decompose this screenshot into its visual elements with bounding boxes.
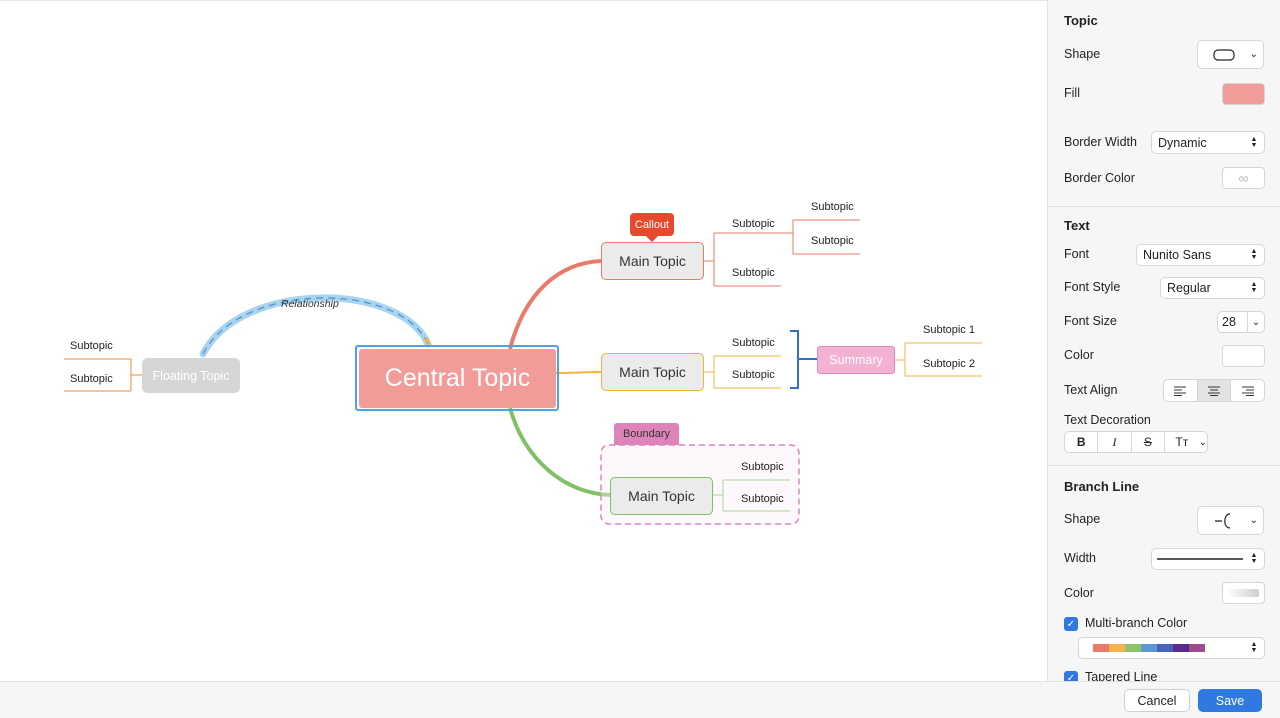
font-size-combo[interactable]: 28 ⌄ (1217, 311, 1265, 333)
border-color-auto-icon[interactable]: ∞ (1222, 167, 1265, 189)
cancel-button[interactable]: Cancel (1124, 689, 1190, 712)
divider (1048, 206, 1280, 207)
branch-color-label: Color (1064, 586, 1094, 600)
floating-topic[interactable]: Floating Topic (142, 358, 240, 393)
align-left-icon[interactable] (1164, 380, 1198, 401)
font-size-label: Font Size (1064, 314, 1117, 328)
branch-line-section-title: Branch Line (1064, 479, 1140, 494)
line-width-preview (1152, 557, 1247, 561)
chevron-down-icon[interactable]: ⌄ (1247, 312, 1264, 332)
branch-shape-dropdown[interactable]: ⌄ (1197, 506, 1264, 535)
font-style-label: Font Style (1064, 280, 1121, 294)
font-style-value: Regular (1167, 281, 1211, 295)
text-case-icon[interactable]: Tт ⌄ (1165, 432, 1207, 452)
font-value: Nunito Sans (1143, 248, 1212, 262)
chevron-down-icon: ⌄ (1249, 515, 1258, 526)
subtopic[interactable]: Subtopic (70, 373, 113, 385)
subtopic-2[interactable]: Subtopic 2 (923, 358, 975, 370)
subtopic[interactable]: Subtopic (732, 369, 775, 381)
callout-topic[interactable]: Callout (630, 213, 674, 236)
font-select[interactable]: Nunito Sans ▲▼ (1136, 244, 1265, 266)
fill-color-swatch[interactable] (1222, 83, 1265, 105)
italic-icon[interactable]: I (1098, 432, 1132, 452)
updown-icon: ▲▼ (1250, 641, 1258, 654)
palette-color-chip (1141, 644, 1157, 652)
summary-topic[interactable]: Summary (817, 346, 895, 374)
tapered-line-label: Tapered Line (1085, 670, 1158, 681)
border-width-label: Border Width (1064, 135, 1137, 149)
align-right-icon[interactable] (1231, 380, 1264, 401)
multi-branch-color-checkbox[interactable]: ✓ (1064, 617, 1078, 631)
relationship-label[interactable]: Relationship (281, 298, 339, 310)
border-width-select[interactable]: Dynamic ▲▼ (1151, 131, 1265, 154)
palette-color-chip (1189, 644, 1205, 652)
main-topic-2[interactable]: Main Topic (601, 353, 704, 391)
text-align-label: Text Align (1064, 383, 1118, 397)
bold-icon[interactable]: B (1065, 432, 1099, 452)
palette-preview (1079, 644, 1247, 652)
palette-color-chip (1157, 644, 1173, 652)
tapered-line-checkbox[interactable]: ✓ (1064, 671, 1078, 681)
updown-icon: ▲▼ (1250, 248, 1258, 261)
chevron-down-icon: ⌄ (1198, 436, 1207, 448)
subtopic-1[interactable]: Subtopic 1 (923, 324, 975, 336)
boundary-label[interactable]: Boundary (614, 423, 679, 445)
topic-shape-dropdown[interactable]: ⌄ (1197, 40, 1264, 69)
branch-width-select[interactable]: ▲▼ (1151, 548, 1265, 570)
central-topic[interactable]: Central Topic (359, 349, 556, 408)
text-section-title: Text (1064, 218, 1090, 233)
branch-color-swatch[interactable] (1222, 582, 1265, 604)
text-color-label: Color (1064, 348, 1094, 362)
subtopic[interactable]: Subtopic (741, 493, 784, 505)
gradient-preview (1228, 589, 1259, 597)
subtopic[interactable]: Subtopic (732, 337, 775, 349)
updown-icon: ▲▼ (1250, 135, 1258, 149)
save-button[interactable]: Save (1198, 689, 1262, 712)
dialog-footer: Cancel Save (0, 681, 1280, 718)
multi-branch-color-label: Multi-branch Color (1085, 616, 1188, 630)
palette-color-chip (1125, 644, 1141, 652)
subtopic[interactable]: Subtopic (741, 461, 784, 473)
format-panel: Topic Shape ⌄ Fill Border Width Dynamic … (1047, 0, 1280, 681)
main-topic-3[interactable]: Main Topic (610, 477, 713, 515)
topic-section-title: Topic (1064, 13, 1098, 28)
updown-icon: ▲▼ (1250, 281, 1258, 294)
rounded-rect-shape-icon (1198, 48, 1250, 62)
palette-color-chip (1109, 644, 1125, 652)
topic-shape-label: Shape (1064, 47, 1101, 61)
border-width-value: Dynamic (1158, 135, 1207, 150)
updown-icon: ▲▼ (1250, 552, 1258, 565)
branch-width-label: Width (1064, 551, 1096, 565)
subtopic[interactable]: Subtopic (732, 267, 775, 279)
palette-color-chip (1093, 644, 1109, 652)
mind-map-canvas[interactable]: Central Topic Main Topic Main Topic Main… (0, 0, 1047, 682)
font-size-value: 28 (1222, 315, 1236, 329)
curved-branch-icon (1198, 512, 1250, 529)
subtopic[interactable]: Subtopic (811, 201, 854, 213)
chevron-down-icon: ⌄ (1249, 49, 1258, 60)
text-case-label: Tт (1175, 435, 1189, 449)
palette-color-chip (1173, 644, 1189, 652)
callout-pointer (645, 235, 659, 242)
font-style-select[interactable]: Regular ▲▼ (1160, 277, 1265, 299)
border-color-label: Border Color (1064, 171, 1135, 185)
subtopic[interactable]: Subtopic (70, 340, 113, 352)
main-topic-1[interactable]: Main Topic (601, 242, 704, 280)
branch-lines (64, 219, 982, 525)
align-center-icon[interactable] (1197, 380, 1232, 401)
text-decoration-group: B I S Tт ⌄ (1064, 431, 1208, 453)
subtopic[interactable]: Subtopic (811, 235, 854, 247)
subtopic[interactable]: Subtopic (732, 218, 775, 230)
branch-palette-select[interactable]: ▲▼ (1078, 637, 1265, 659)
topic-fill-label: Fill (1064, 86, 1080, 100)
divider (1048, 465, 1280, 466)
font-label: Font (1064, 247, 1090, 261)
text-color-swatch[interactable] (1222, 345, 1265, 367)
text-align-group (1163, 379, 1265, 402)
strikethrough-icon[interactable]: S (1132, 432, 1165, 452)
selection-outline (355, 345, 559, 411)
text-decoration-label: Text Decoration (1064, 413, 1151, 427)
branch-shape-label: Shape (1064, 512, 1101, 526)
